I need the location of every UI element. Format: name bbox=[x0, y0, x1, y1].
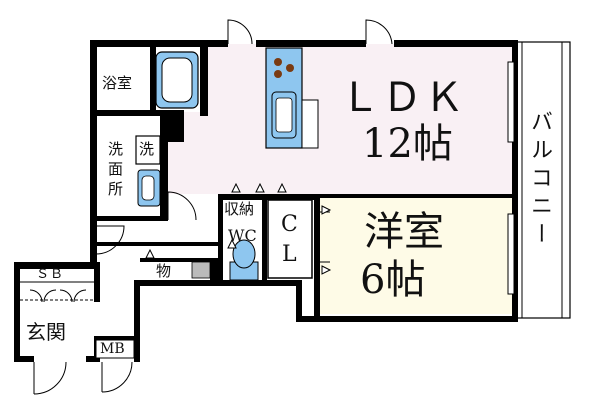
closet-label-l: L bbox=[282, 242, 297, 267]
western-room-size: 6帖 bbox=[360, 257, 426, 303]
toilet-bowl bbox=[232, 239, 256, 269]
washroom-label-3: 所 bbox=[108, 180, 124, 198]
meter-box-label: MB bbox=[100, 341, 125, 357]
doors bbox=[33, 19, 393, 395]
sliding-window bbox=[507, 61, 515, 295]
western-room-floor bbox=[320, 196, 512, 314]
closet-label-c: C bbox=[281, 212, 298, 237]
interior-walls bbox=[94, 46, 514, 362]
ldk-floor bbox=[162, 44, 512, 194]
exterior-walls bbox=[14, 40, 518, 362]
balcony-label: バルコニー bbox=[527, 110, 552, 250]
washroom-label-1: 洗 bbox=[108, 140, 124, 158]
washer-label: 洗 bbox=[139, 140, 155, 158]
mono-label: 物 bbox=[156, 262, 172, 280]
bathroom-label: 浴室 bbox=[102, 74, 133, 92]
opening-arrows bbox=[145, 182, 332, 275]
shoebox-doors bbox=[20, 281, 94, 303]
washer-pan bbox=[135, 135, 161, 165]
ldk-name: ＬＤＫ bbox=[340, 75, 466, 121]
ldk-size: 12帖 bbox=[362, 121, 453, 167]
balcony-floor bbox=[513, 41, 571, 319]
washroom-label-2: 面 bbox=[108, 160, 124, 178]
shoebox-label: ＳＢ bbox=[36, 267, 65, 282]
toilet-label: WC bbox=[228, 226, 257, 245]
storage-label: 収納 bbox=[224, 200, 255, 218]
entrance-label: 玄関 bbox=[26, 320, 66, 344]
closet-box bbox=[267, 199, 313, 279]
stove-burners-icon bbox=[274, 58, 294, 78]
western-room-name: 洋室 bbox=[364, 209, 444, 255]
